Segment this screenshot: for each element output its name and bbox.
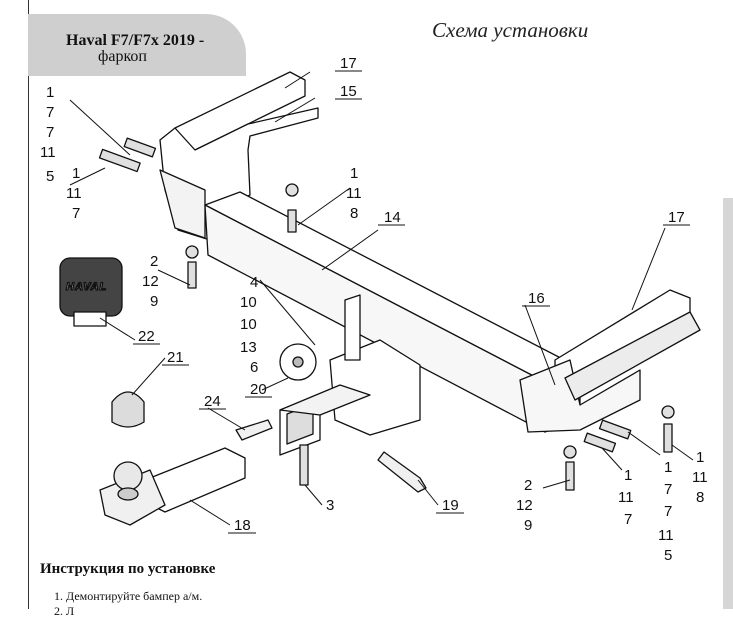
callout-label: 8 [350, 205, 358, 222]
callout-label: 13 [240, 339, 257, 356]
callout-label: 1 [350, 165, 358, 182]
hitch-pin [377, 451, 427, 493]
tow-ball [113, 461, 143, 491]
tow-ball-neck [117, 487, 139, 501]
callout-label: 11 [346, 185, 362, 202]
callout-label: 1 [72, 165, 80, 182]
callout-label: 21 [167, 349, 184, 366]
callout-label: 17 [668, 209, 685, 226]
callout-label: 22 [138, 328, 155, 345]
document-subtitle: фаркоп [98, 48, 147, 65]
instruction-step: 1. Демонтируйте бампер а/м. [54, 589, 203, 603]
callout-label: 5 [664, 547, 672, 564]
callout-label: 11 [658, 527, 674, 544]
callout-label: 10 [240, 316, 257, 333]
lock-clip [235, 419, 273, 441]
socket-cover-base [73, 311, 107, 327]
callout-label: 7 [72, 205, 80, 222]
document-title: Haval F7/F7x 2019 - [66, 32, 205, 49]
washer-icon [285, 183, 299, 197]
callout-label: 5 [46, 168, 54, 185]
bolt-icon [187, 261, 197, 289]
callout-label: 9 [150, 293, 158, 310]
callout-label: 6 [250, 359, 258, 376]
scheme-title: Схема установки [432, 18, 589, 42]
callout-label: 1 [46, 84, 54, 101]
leader-lines [69, 71, 694, 526]
callout-label: 1 [696, 449, 704, 466]
callout-label: 11 [618, 489, 634, 506]
receiver-housing [329, 339, 421, 436]
instruction-step: 2. Л [54, 604, 75, 618]
callout-label: 11 [66, 185, 82, 202]
bolt-icon [98, 148, 141, 173]
callout-label: 24 [204, 393, 221, 410]
callout-label: 11 [40, 144, 56, 161]
callout-label: 2 [150, 253, 158, 270]
callout-label: 16 [528, 290, 545, 307]
callout-label: 3 [326, 497, 334, 514]
cover-logo: HAVAL [66, 281, 107, 293]
bolt-icon [123, 137, 157, 158]
towbar-drawing: HAVAL [59, 71, 701, 526]
bolt-icon [663, 423, 673, 453]
page-edge-shadow [723, 198, 733, 609]
bolt-icon [583, 432, 617, 453]
callout-label: 7 [664, 481, 672, 498]
bolt-icon [598, 419, 632, 440]
callout-label: 1 [664, 459, 672, 476]
instructions-heading: Инструкция по установке [40, 561, 216, 577]
callout-label: 12 [516, 497, 533, 514]
bolt-icon [565, 461, 575, 491]
callout-label: 10 [240, 294, 257, 311]
callout-label: 12 [142, 273, 159, 290]
header-tab [28, 14, 246, 76]
left-side-tube [159, 169, 206, 239]
washer-icon [563, 445, 577, 459]
callout-label: 19 [442, 497, 459, 514]
callout-label: 15 [340, 83, 357, 100]
receiver-tube [279, 384, 371, 416]
callout-label: 1 [624, 467, 632, 484]
right-bracket-arm [564, 311, 701, 401]
callout-label: 14 [384, 209, 401, 226]
callout-labels: 17 15 1 7 7 11 5 1 11 7 1 11 8 14 17 2 1… [40, 55, 708, 564]
callout-label: 7 [624, 511, 632, 528]
fasteners [98, 137, 675, 491]
callout-label: 4 [250, 274, 258, 291]
callout-label: 17 [340, 55, 357, 72]
page-frame [28, 0, 733, 609]
mounting-plate-hole [292, 356, 304, 368]
bolt-icon [299, 444, 309, 486]
right-mount-bracket [519, 359, 641, 433]
washer-icon [185, 245, 199, 259]
callout-label: 9 [524, 517, 532, 534]
washer-icon [661, 405, 675, 419]
callout-label: 7 [46, 104, 54, 121]
callout-label: 8 [696, 489, 704, 506]
callout-label: 2 [524, 477, 532, 494]
bolt-icon [287, 209, 297, 233]
callout-label: 7 [664, 503, 672, 520]
callout-label: 7 [46, 124, 54, 141]
callout-label: 11 [692, 469, 708, 486]
ball-cover [111, 391, 145, 428]
receiver-gusset [344, 294, 361, 361]
callout-label: 20 [250, 381, 267, 398]
callout-label: 18 [234, 517, 251, 534]
